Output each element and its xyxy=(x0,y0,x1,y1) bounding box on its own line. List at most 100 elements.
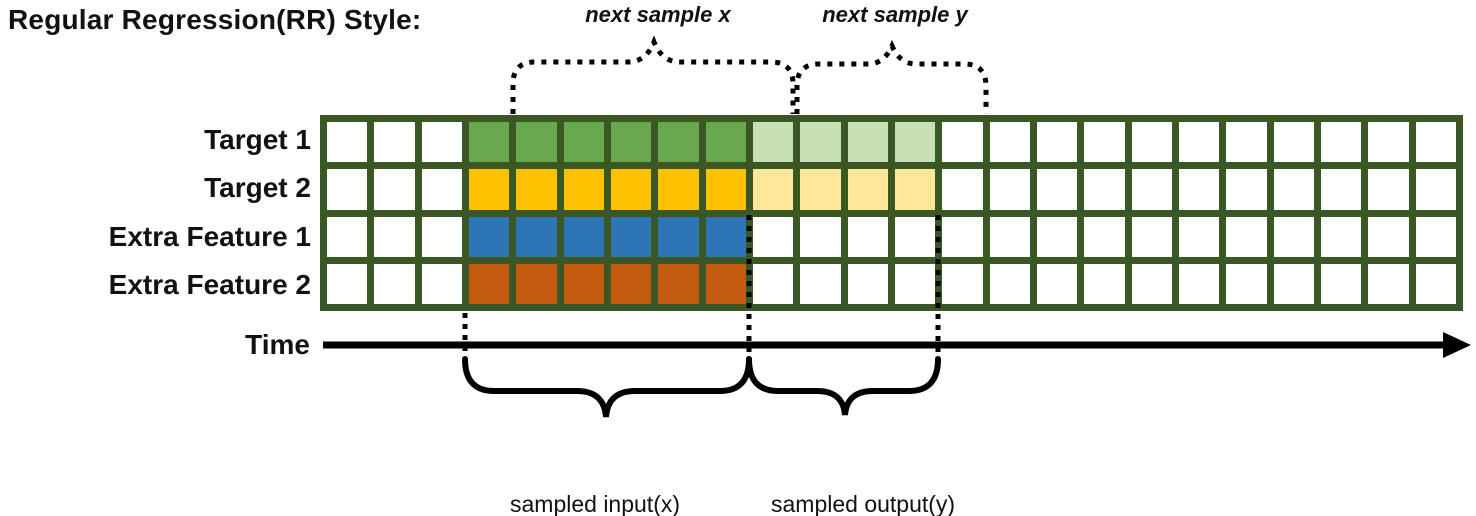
grid-cell xyxy=(1178,169,1220,210)
grid-cell xyxy=(1415,122,1456,163)
grid-cell xyxy=(752,263,794,304)
grid-cell xyxy=(1226,122,1267,163)
grid-cell xyxy=(894,263,936,304)
grid-cell xyxy=(705,263,746,304)
grid-cell xyxy=(989,169,1030,210)
grid-cell xyxy=(1084,122,1125,163)
grid-cell xyxy=(752,169,794,210)
grid-cell xyxy=(516,169,557,210)
grid-cell xyxy=(942,122,983,163)
grid-cell xyxy=(563,169,604,210)
grid-cell xyxy=(610,216,652,257)
grid-cell xyxy=(847,122,888,163)
grid-cell xyxy=(1226,263,1267,304)
grid-cell xyxy=(989,122,1030,163)
sampled-input-line: sampled input(x) xyxy=(510,491,681,516)
next-sample-y-brace xyxy=(794,39,989,114)
grid-cell xyxy=(658,169,699,210)
grid-cell xyxy=(800,122,841,163)
grid-cell xyxy=(894,216,936,257)
grid-cell xyxy=(989,216,1030,257)
grid-cell xyxy=(1273,122,1314,163)
grid-cell xyxy=(1415,216,1456,257)
grid-cell xyxy=(800,169,841,210)
grid-cell xyxy=(752,216,794,257)
grid-cell xyxy=(942,169,983,210)
grid-cell xyxy=(1036,216,1078,257)
grid-cell xyxy=(1320,122,1362,163)
grid-cell xyxy=(1320,216,1362,257)
grid-cell xyxy=(1368,122,1409,163)
grid-cell xyxy=(1036,263,1078,304)
grid-cell xyxy=(610,263,652,304)
grid-cell xyxy=(1131,216,1172,257)
grid-cell xyxy=(1178,216,1220,257)
grid-cell xyxy=(468,263,510,304)
grid-cell xyxy=(1415,169,1456,210)
grid-cell xyxy=(1320,169,1362,210)
sampled-output-annotation: sampled output(y) horizon=4 output_featu… xyxy=(771,424,1003,516)
grid-cell xyxy=(800,216,841,257)
grid-cell xyxy=(610,122,652,163)
grid-cell xyxy=(989,263,1030,304)
grid-cell xyxy=(327,216,368,257)
grid-cell xyxy=(1131,169,1172,210)
grid-cell xyxy=(1178,122,1220,163)
row-label-extra-feature-1: Extra Feature 1 xyxy=(108,221,311,252)
diagram-title: Regular Regression(RR) Style: xyxy=(8,4,422,35)
grid-cell xyxy=(752,122,794,163)
grid-cell xyxy=(563,263,604,304)
grid-cell xyxy=(516,263,557,304)
grid-cell xyxy=(374,169,415,210)
grid-cell xyxy=(421,169,462,210)
grid-cell xyxy=(1084,169,1125,210)
row-label-target-2: Target 2 xyxy=(204,172,311,203)
grid-cell xyxy=(1131,263,1172,304)
grid-cell xyxy=(327,122,368,163)
row-label-target-1: Target 1 xyxy=(204,124,311,155)
grid-cell xyxy=(421,216,462,257)
next-sample-x-brace xyxy=(510,35,796,114)
grid-cell xyxy=(942,216,983,257)
grid-cell xyxy=(1226,216,1267,257)
grid-cell xyxy=(705,169,746,210)
sampled-input-annotation: sampled input(x) lookback=6 input_featur… xyxy=(510,424,728,516)
grid-cell xyxy=(563,122,604,163)
grid-cell xyxy=(374,122,415,163)
grid-cell xyxy=(468,122,510,163)
grid-cell xyxy=(468,169,510,210)
grid-cell xyxy=(894,169,936,210)
grid-cell xyxy=(468,216,510,257)
grid-cell xyxy=(847,263,888,304)
grid-cell xyxy=(610,169,652,210)
grid-cell xyxy=(1273,169,1314,210)
grid-cell xyxy=(658,263,699,304)
sampled-output-brace xyxy=(746,356,941,416)
grid-cell xyxy=(1273,263,1314,304)
grid-cell xyxy=(1226,169,1267,210)
grid-cell xyxy=(1178,263,1220,304)
grid-cell xyxy=(942,263,983,304)
grid-cell xyxy=(1084,263,1125,304)
grid-cell xyxy=(1368,263,1409,304)
time-arrow-head xyxy=(1443,332,1471,358)
row-label-extra-feature-2: Extra Feature 2 xyxy=(108,269,311,300)
grid-cell xyxy=(516,122,557,163)
grid-cell xyxy=(658,122,699,163)
grid-cell xyxy=(1131,122,1172,163)
grid-cell xyxy=(800,263,841,304)
next-sample-x-label: next sample x xyxy=(585,2,731,27)
next-sample-y-label: next sample y xyxy=(822,2,968,27)
sampled-input-brace xyxy=(462,356,752,418)
grid-cell xyxy=(421,263,462,304)
grid-cell xyxy=(327,263,368,304)
grid-cell xyxy=(1320,263,1362,304)
grid-cell xyxy=(847,169,888,210)
grid-cell xyxy=(658,216,699,257)
sampled-output-line: sampled output(y) xyxy=(771,491,956,516)
grid-cell xyxy=(1368,216,1409,257)
grid-cell xyxy=(421,122,462,163)
grid-cell xyxy=(1273,216,1314,257)
grid-cell xyxy=(1036,169,1078,210)
